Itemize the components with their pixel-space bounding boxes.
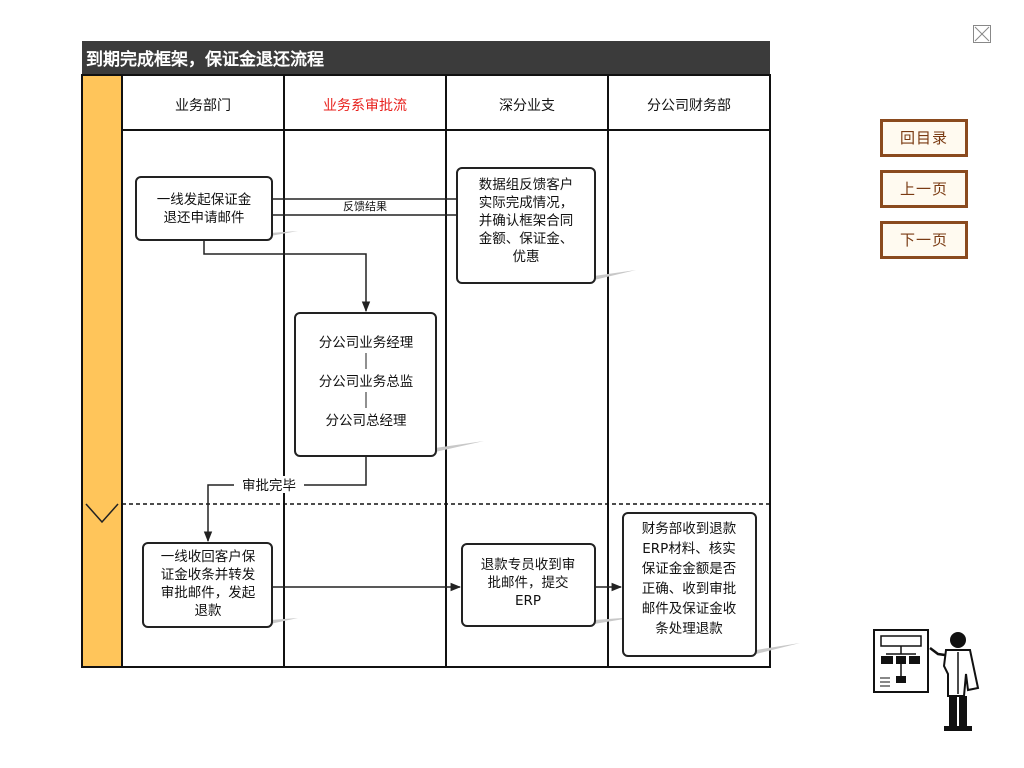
feedback-line: 金额、保证金、 (479, 231, 574, 247)
finance-refund-line: 保证金金额是否 (642, 561, 737, 577)
refund-submit-line: ERP (515, 593, 541, 609)
collect-receipt-line: 退款 (195, 603, 222, 619)
lane-header-business: 业务部门 (175, 98, 231, 114)
lane-header-shenzhen-branch: 深分业支 (499, 98, 555, 114)
finance-refund-box (622, 512, 757, 657)
finance-refund-line: 邮件及保证金收 (642, 601, 737, 617)
toc-button[interactable]: 回目录 (880, 119, 968, 157)
feedback-line: 优惠 (513, 249, 540, 265)
feedback-result-label: 反馈结果 (343, 200, 387, 213)
finance-refund-line: 财务部收到退款 (642, 521, 737, 537)
close-icon (974, 26, 990, 42)
approval-chain-box (294, 312, 437, 457)
title-bar (82, 41, 770, 75)
refund-submit-line: 批邮件，提交 (488, 574, 569, 591)
initiate-request-line: 一线发起保证金 (157, 192, 252, 208)
diagram-title: 到期完成框架，保证金退还流程 (86, 49, 324, 70)
finance-refund-line: 条处理退款 (655, 620, 723, 637)
feedback-line: 并确认框架合同 (479, 213, 574, 229)
presenter-flowchart-icon (872, 626, 984, 742)
collect-receipt-line: 证金收条并转发 (161, 566, 256, 583)
feedback-line: 实际完成情况， (479, 195, 574, 211)
approval-chain-step: 分公司业务总监 (319, 374, 414, 390)
refund-submit-box (461, 543, 596, 627)
arrow-to-approval (203, 240, 371, 313)
prev-page-button[interactable]: 上一页 (880, 170, 968, 208)
approval-chain-step: 分公司业务经理 (319, 335, 414, 351)
feedback-line: 数据组反馈客户 (479, 176, 574, 193)
collect-receipt-box (142, 542, 273, 628)
next-page-button[interactable]: 下一页 (880, 221, 968, 259)
lane-header-finance: 分公司财务部 (647, 98, 731, 114)
arrow-approval-done (203, 456, 367, 543)
finance-refund-line: ERP材料、核实 (642, 541, 736, 557)
close-button[interactable] (973, 25, 991, 43)
collect-receipt-line: 一线收回客户保 (161, 548, 256, 565)
refund-submit-line: 退款专员收到审 (481, 557, 576, 573)
finance-refund-line: 正确、收到审批 (642, 581, 737, 597)
phase-chevron (85, 503, 119, 524)
approval-done-label: 审批完毕 (242, 478, 296, 494)
initiate-request-line: 退还申请邮件 (164, 210, 245, 226)
lane-header-approval: 业务系审批流 (323, 98, 407, 114)
initiate-request-box (135, 176, 273, 241)
side-bar (82, 75, 122, 667)
approval-chain-step: 分公司总经理 (326, 413, 407, 429)
feedback-box (456, 167, 596, 284)
table-frame (81, 74, 771, 668)
collect-receipt-line: 审批邮件，发起 (161, 585, 256, 601)
